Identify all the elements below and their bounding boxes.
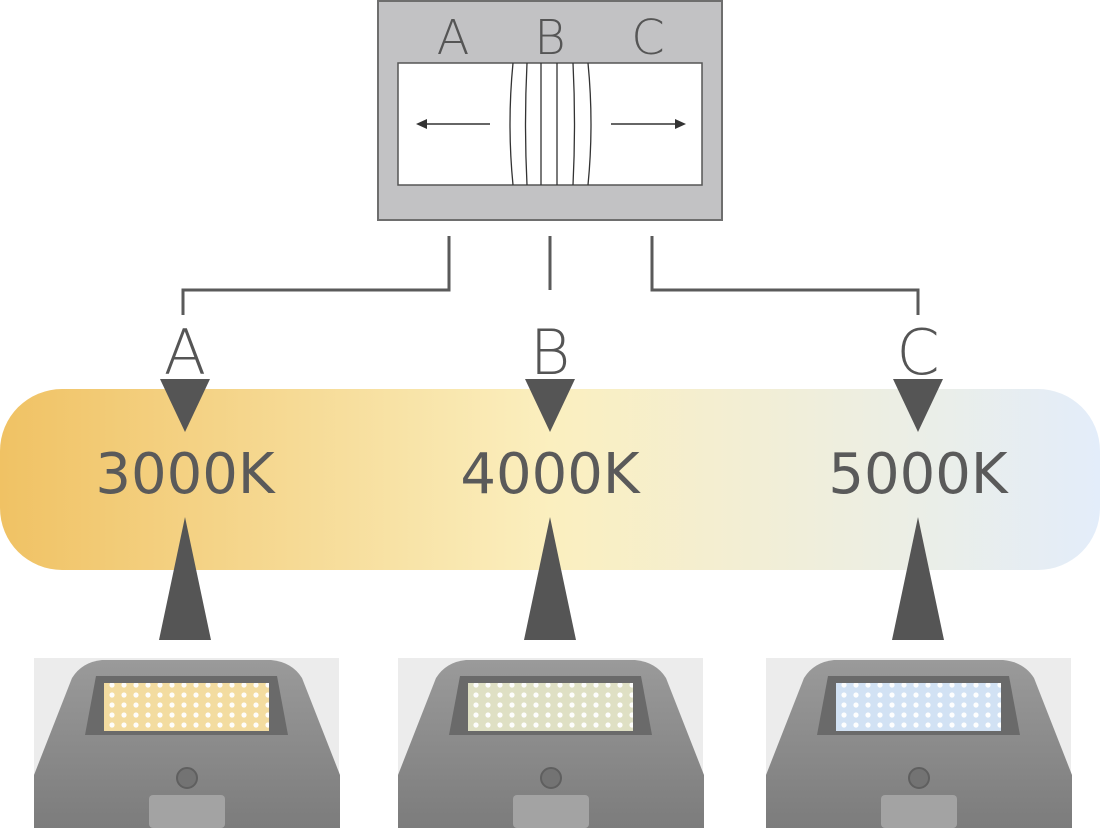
output-letter-c: C	[896, 316, 939, 389]
fixture-bolt-icon	[176, 767, 198, 789]
selector-switch: A B C	[377, 0, 723, 221]
down-arrow-a-icon	[160, 379, 210, 432]
output-a: A 3000K	[95, 316, 276, 640]
fixture-5000k	[766, 658, 1072, 828]
connector-a	[181, 236, 451, 315]
output-letter-b: B	[530, 316, 571, 389]
up-arrow-b-icon	[524, 517, 576, 640]
fixture-bolt-icon	[540, 767, 562, 789]
fixture-4000k	[398, 658, 704, 828]
connector-lines	[181, 236, 920, 315]
temperature-4000k: 4000K	[460, 442, 641, 507]
temperature-5000k: 5000K	[828, 442, 1009, 507]
output-c: C 5000K	[828, 316, 1009, 640]
up-arrow-a-icon	[159, 517, 211, 640]
switch-position-a: A	[437, 10, 470, 66]
down-arrow-b-icon	[525, 379, 575, 432]
temperature-3000k: 3000K	[95, 442, 276, 507]
connector-c	[650, 236, 920, 315]
switch-position-b: B	[534, 10, 565, 66]
up-arrow-c-icon	[892, 517, 944, 640]
fixture-3000k	[34, 658, 340, 828]
output-letter-a: A	[164, 316, 206, 389]
color-temperature-band	[0, 389, 1100, 570]
switch-position-c: C	[631, 10, 665, 66]
down-arrow-c-icon	[893, 379, 943, 432]
slide-left-arrow-icon	[416, 119, 490, 129]
slide-right-arrow-icon	[611, 119, 686, 129]
slider-knob[interactable]	[509, 62, 592, 186]
fixture-bolt-icon	[908, 767, 930, 789]
output-b: B 4000K	[460, 316, 641, 640]
